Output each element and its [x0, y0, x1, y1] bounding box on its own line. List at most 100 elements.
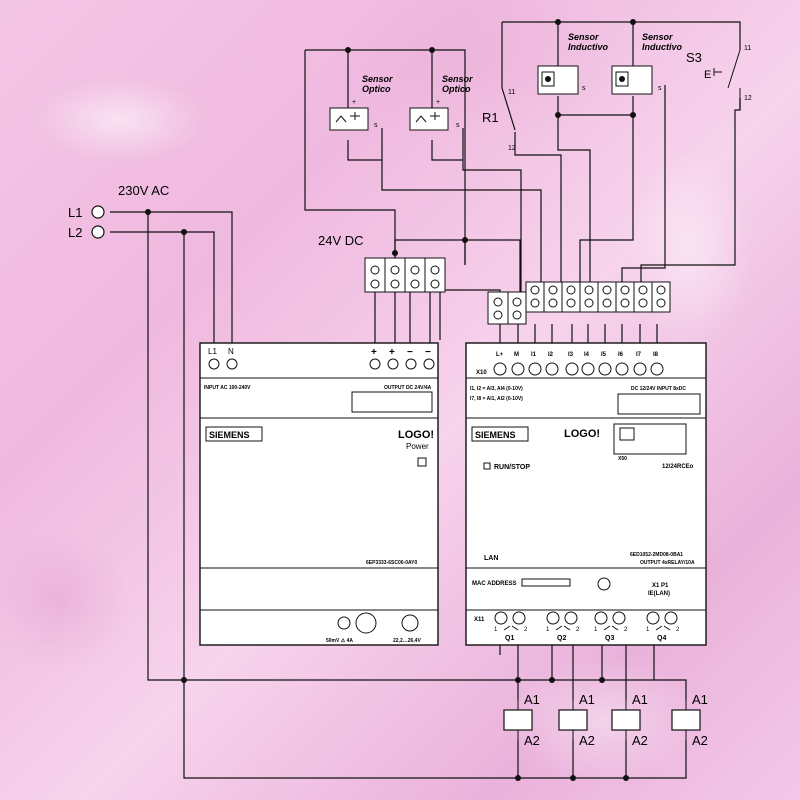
input-terminal-icon — [528, 362, 542, 376]
logo-module-run-stop-label: RUN/STOP — [494, 464, 530, 471]
output-pin1-label: 1 — [646, 627, 650, 633]
relay-a2-label: A2 — [524, 733, 540, 748]
logo-module-analog-line2-label: I7, I8 = AI1, AI2 (0-10V) — [470, 396, 523, 402]
power-supply-output-text-label: OUTPUT DC 24V/4A — [384, 385, 432, 391]
siemens-logo: SIEMENS — [475, 430, 516, 440]
sensor-optico-1: Sensor Optico s + — [329, 74, 393, 131]
contacts-s3-label-label: S3 — [686, 50, 702, 65]
siemens-logo: SIEMENS — [209, 430, 250, 440]
sensor-optico-1-line1: Sensor — [362, 74, 393, 84]
relay-coil-4 — [671, 709, 701, 731]
sensor-inductivo-1: Sensor Inductivo s — [537, 32, 609, 95]
power-supply-term-n-label: N — [228, 347, 234, 356]
optical-sensor-icon — [335, 112, 360, 123]
l1-terminal-icon — [91, 205, 105, 219]
sensor-inductivo-2-body — [611, 65, 653, 95]
input-terminal-icon — [633, 362, 647, 376]
relay-a2-label: A2 — [692, 733, 708, 748]
contacts-r1-label-label: R1 — [482, 110, 499, 125]
input-terminal-icon — [511, 362, 525, 376]
logo-module-analog-line1-label: I1, I2 = AI3, AI4 (0-10V) — [470, 386, 523, 392]
voltage-led-icon — [337, 616, 351, 630]
relay-a1-label: A1 — [579, 692, 595, 707]
output-pin2-label: 2 — [576, 627, 580, 633]
sensors-inductivo-1-line2-label: Inductivo — [568, 42, 609, 52]
input-label-7: I6 — [618, 352, 624, 358]
logo-module-dc-input-label: DC 12/24V INPUT 8xDC — [631, 386, 686, 392]
wire-l2 — [110, 231, 215, 345]
terminal-block-inputs — [487, 281, 671, 325]
wire-l1-relay-bus — [147, 212, 687, 700]
output-pin2-label: 2 — [524, 627, 528, 633]
sensors-inductivo-2-line2-label: Inductivo — [642, 42, 683, 52]
output-terminal-icon — [546, 611, 560, 625]
dc-voltage-label: 24V DC — [318, 233, 364, 248]
wire-top-rail-2 — [502, 21, 741, 50]
sensors-pin-s-label: s — [456, 122, 460, 129]
logo-module-x11-label: X11 — [474, 617, 485, 623]
sensors-optico-2-line1-label: Sensor — [442, 74, 473, 84]
input-label-3: I2 — [548, 352, 554, 358]
output-terminal-icon — [664, 611, 678, 625]
relay-coil-2 — [558, 709, 588, 731]
logo-module-x1p1-label: X1 P1 — [652, 583, 669, 589]
contact-s3: S3 E 11 12 — [686, 45, 752, 102]
logo-module-output-rating-label: OUTPUT 4xRELAY/10A — [640, 560, 695, 566]
output-pin2-label: 2 — [624, 627, 628, 633]
logo-module-order-no-label: 6ED1052-2MD08-0BA1 — [630, 552, 683, 558]
contacts-s3-top-label: 11 — [744, 45, 751, 52]
input-terminal-icon — [598, 362, 612, 376]
output-terminal-icon — [646, 611, 660, 625]
pushbutton-icon — [713, 68, 722, 76]
output-pin1-label: 1 — [494, 627, 498, 633]
output-label-1: Q1 — [505, 635, 514, 642]
sensors-pin-s-label: s — [582, 85, 586, 92]
supply-terminals: L1 L2 230V AC 24V DC — [68, 183, 364, 248]
output-pin2-label: 2 — [676, 627, 680, 633]
sensors-pin-plus-label: + — [436, 99, 440, 106]
contact-r1: R1 11 12 — [482, 89, 516, 152]
sensors-inductivo-1-line1-label: Sensor — [568, 32, 599, 42]
output-terminal-icon — [612, 611, 626, 625]
logo-module-mac-label: MAC ADDRESS — [472, 581, 516, 587]
mac-address-field — [521, 578, 571, 587]
network-icon — [597, 577, 611, 591]
input-terminal-icon — [650, 362, 664, 376]
sensors-pin-s-label: s — [374, 122, 378, 129]
relay-contact-icon — [555, 625, 571, 631]
output-label-3: Q3 — [605, 635, 614, 642]
power-supply-term-plus2-label: + — [389, 347, 395, 358]
run-stop-led-icon — [483, 462, 491, 470]
input-label-1: M — [514, 352, 519, 358]
relay-a1-label: A1 — [692, 692, 708, 707]
relay-a2-label: A2 — [632, 733, 648, 748]
sensor-inductivo-1-body — [537, 65, 579, 95]
output-label-4: Q4 — [657, 635, 666, 642]
inductive-sensor-icon — [615, 71, 629, 87]
input-label-2: I1 — [531, 352, 537, 358]
input-label-8: I7 — [636, 352, 642, 358]
relay-a2-label: A2 — [579, 733, 595, 748]
output-terminal-icon — [512, 611, 526, 625]
status-led-icon — [417, 457, 427, 467]
output-terminal-icon — [594, 611, 608, 625]
output-pin1-label: 1 — [594, 627, 598, 633]
power-supply-order-no-label: 6EP3333-6SC00-0AY0 — [366, 560, 417, 566]
power-supply-term-minus1-label: − — [407, 347, 413, 358]
output-terminal-icon — [564, 611, 578, 625]
inductive-sensor-icon — [541, 71, 555, 87]
logo-module-x10-label: X10 — [476, 370, 487, 376]
contacts-s3-bottom-label: 12 — [744, 95, 752, 102]
input-terminal-icon — [581, 362, 595, 376]
power-supply-term-plus1-label: + — [371, 347, 377, 358]
voltage-label: 230V AC — [118, 183, 169, 198]
input-terminal-icon — [615, 362, 629, 376]
input-terminal-icon — [493, 362, 507, 376]
input-label-4: I3 — [568, 352, 574, 358]
input-label-6: I5 — [601, 352, 607, 358]
relay-contact-icon — [655, 625, 671, 631]
contacts-s3-actuator-label: E — [704, 69, 711, 81]
output-pin1-label: 1 — [546, 627, 550, 633]
